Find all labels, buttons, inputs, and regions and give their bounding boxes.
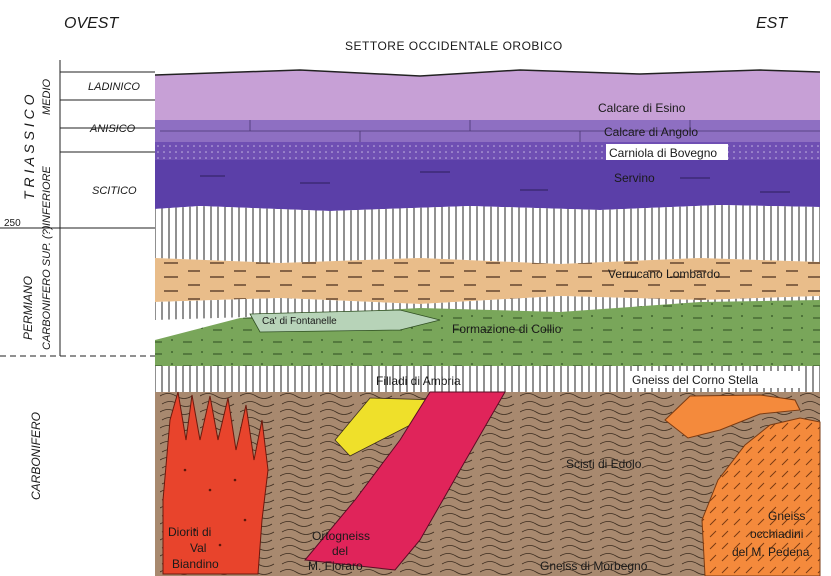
label-calcare-di-esino: Calcare di Esino	[598, 101, 686, 115]
period-carbonifero-sup: CARBONIFERO SUP. (?)	[41, 225, 53, 350]
section-title: SETTORE OCCIDENTALE OROBICO	[345, 39, 563, 53]
label-servino: Servino	[614, 171, 655, 185]
label-formazione-di-collio: Formazione di Collio	[452, 322, 562, 336]
west-label: OVEST	[64, 15, 119, 32]
label-ortogneiss-line2: del	[332, 544, 348, 558]
label-ortogneiss-line1: Ortogneiss	[312, 529, 370, 543]
period-triassico: T R I A S S I C O	[21, 94, 37, 200]
label-dioriti-line3: Biandino	[172, 557, 219, 571]
period-inferiore: INFERIORE	[41, 165, 53, 226]
layer-calcare-di-esino	[155, 70, 820, 122]
label-calcare-di-angolo: Calcare di Angolo	[604, 125, 698, 139]
label-gneiss-del-corno-stella: Gneiss del Corno Stella	[632, 373, 758, 387]
label-ortogneiss-line3: M. Fioraro	[308, 559, 363, 573]
striped-gap-upper	[155, 205, 820, 264]
label-occhiadini-line3: del M. Pedena	[732, 545, 810, 559]
layer-servino	[155, 160, 820, 211]
label-filladi-di-ambria: Filladi di Ambria	[376, 374, 461, 388]
label-dioriti-line2: Val	[190, 541, 206, 555]
label-dioriti-line1: Dioriti di	[168, 525, 211, 539]
stage-ladinico: LADINICO	[88, 81, 140, 93]
label-scisti-di-edolo: Scisti di Edolo	[566, 457, 642, 471]
period-medio: MEDIO	[41, 79, 53, 116]
label-gneiss-di-morbegno: Gneiss di Morbegno	[540, 559, 648, 573]
label-carniola-di-bovegno: Carniola di Bovegno	[609, 146, 717, 160]
age-250: 250	[4, 218, 21, 229]
label-ca-di-fontanelle: Ca' di Fontanelle	[262, 316, 337, 327]
stage-scitico: SCITICO	[92, 185, 137, 197]
stage-anisico: ANISICO	[89, 123, 136, 135]
label-occhiadini-line1: Gneiss	[768, 509, 805, 523]
verrucano-dash-pattern	[155, 258, 820, 304]
label-verrucano-lombardo: Verrucano Lombardo	[608, 267, 720, 281]
label-occhiadini-line2: occhiadini	[750, 527, 803, 541]
period-permiano: PERMIANO	[21, 276, 35, 340]
east-label: EST	[756, 15, 788, 32]
period-carbonifero: CARBONIFERO	[29, 412, 43, 500]
